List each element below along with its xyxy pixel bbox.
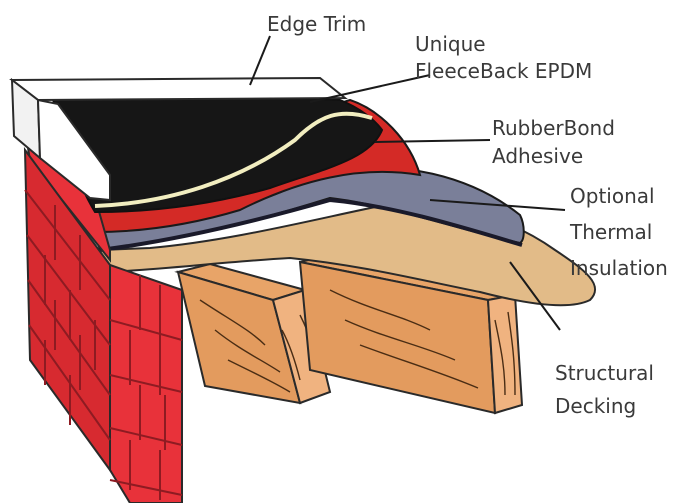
- edge-trim-label: Edge Trim: [267, 12, 366, 36]
- epdm-label-line1: Unique: [415, 32, 486, 56]
- insulation-label-line1: Optional: [570, 184, 655, 208]
- adhesive-label-line2: Adhesive: [492, 144, 583, 168]
- epdm-label-line2: FleeceBack EPDM: [415, 59, 592, 83]
- insulation-label-line3: Insulation: [570, 256, 668, 280]
- edge-trim-top: [12, 78, 345, 100]
- adhesive-label-line1: RubberBond: [492, 116, 615, 140]
- insulation-label-line2: Thermal: [569, 220, 652, 244]
- joist-right-side: [488, 295, 522, 413]
- decking-label-line1: Structural: [555, 361, 654, 385]
- decking-label-line2: Decking: [555, 394, 636, 418]
